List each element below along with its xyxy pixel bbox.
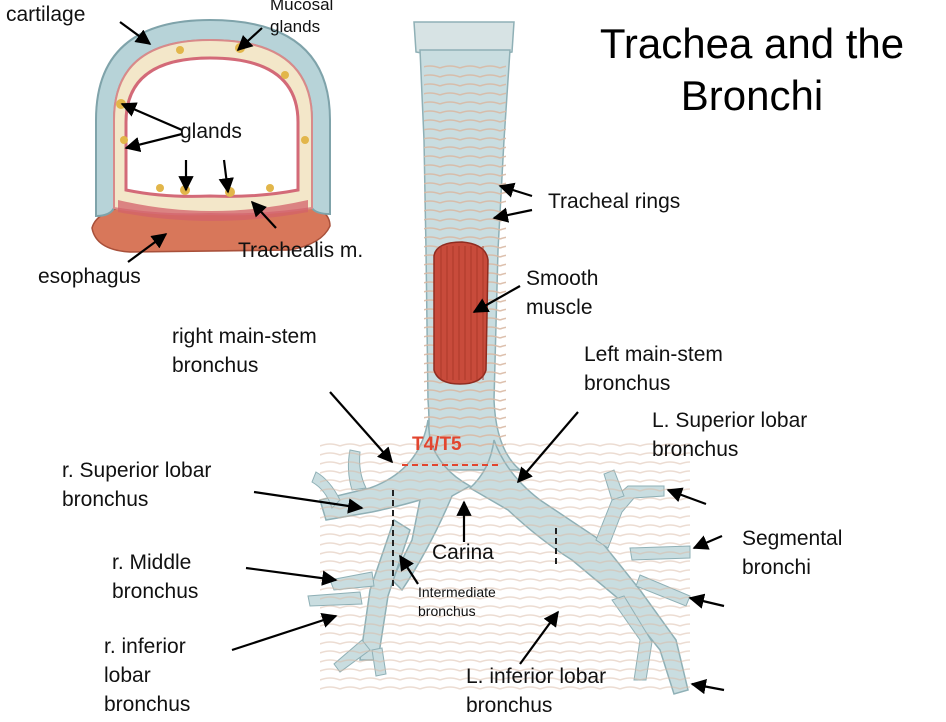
- label-esophagus: esophagus: [38, 265, 141, 288]
- title-line-2: Bronchi: [680, 72, 824, 119]
- label-rsl-line-1: r. Superior lobar: [62, 459, 212, 482]
- label-lms-line-2: bronchus: [584, 372, 671, 395]
- label-lsl-line-1: L. Superior lobar: [652, 409, 808, 432]
- label-segmental-bronchi: Segmental bronchi: [742, 524, 842, 582]
- label-ri-line-2: lobar: [104, 664, 151, 687]
- label-r-superior-lobar: r. Superior lobar bronchus: [62, 456, 211, 514]
- label-rsl-line-2: bronchus: [62, 488, 149, 511]
- label-glands: glands: [180, 120, 242, 143]
- label-li-line-1: L. inferior lobar: [466, 665, 607, 688]
- label-left-main-stem: Left main-stem bronchus: [584, 340, 723, 398]
- label-intermediate: Intermediate bronchus: [418, 583, 496, 621]
- lumen: [124, 56, 300, 198]
- label-tracheal-rings: Tracheal rings: [548, 190, 681, 213]
- trachea-bronchial-tree: [307, 21, 691, 695]
- diagram-title: Trachea and the Bronchi: [562, 18, 942, 122]
- label-r-inferior: r. inferior lobar bronchus: [104, 632, 190, 719]
- label-trachealis: Trachealis m.: [238, 239, 364, 262]
- label-lms-line-1: Left main-stem: [584, 343, 723, 366]
- label-rm-line-1: r. Middle: [112, 551, 192, 574]
- label-smooth-muscle: Smooth muscle: [526, 264, 598, 322]
- label-lsl-line-2: bronchus: [652, 438, 739, 461]
- leader-arrows: [119, 21, 725, 695]
- label-seg-line-2: bronchi: [742, 556, 811, 579]
- label-rms-line-1: right main-stem: [172, 325, 317, 348]
- label-smooth-line-1: Smooth: [526, 267, 599, 290]
- label-carina: Carina: [432, 541, 494, 564]
- label-right-main-stem: right main-stem bronchus: [172, 322, 317, 380]
- label-ri-line-3: bronchus: [104, 693, 191, 716]
- label-ri-line-1: r. inferior: [104, 635, 186, 658]
- label-mucosal-line-1: Mucosal: [270, 0, 334, 14]
- label-r-middle: r. Middle bronchus: [112, 548, 198, 606]
- label-l-inferior: L. inferior lobar bronchus: [466, 662, 606, 720]
- label-mucosal-glands: Mucosal glands: [270, 0, 333, 38]
- label-mucosal-line-2: glands: [270, 17, 321, 36]
- label-rms-line-2: bronchus: [172, 354, 259, 377]
- label-cartilage: cartilage: [6, 3, 86, 26]
- title-line-1: Trachea and the: [599, 20, 905, 67]
- label-smooth-line-2: muscle: [526, 296, 593, 319]
- bronchial-ring-pattern: [320, 440, 690, 690]
- label-li-line-2: bronchus: [466, 694, 553, 717]
- label-rm-line-2: bronchus: [112, 580, 199, 603]
- label-t4-t5: T4/T5: [412, 434, 462, 455]
- label-l-superior-lobar: L. Superior lobar bronchus: [652, 406, 807, 464]
- label-int-line-2: bronchus: [418, 603, 476, 619]
- smooth-muscle-fibres: [436, 246, 486, 380]
- label-seg-line-1: Segmental: [742, 527, 843, 550]
- label-int-line-1: Intermediate: [418, 584, 496, 600]
